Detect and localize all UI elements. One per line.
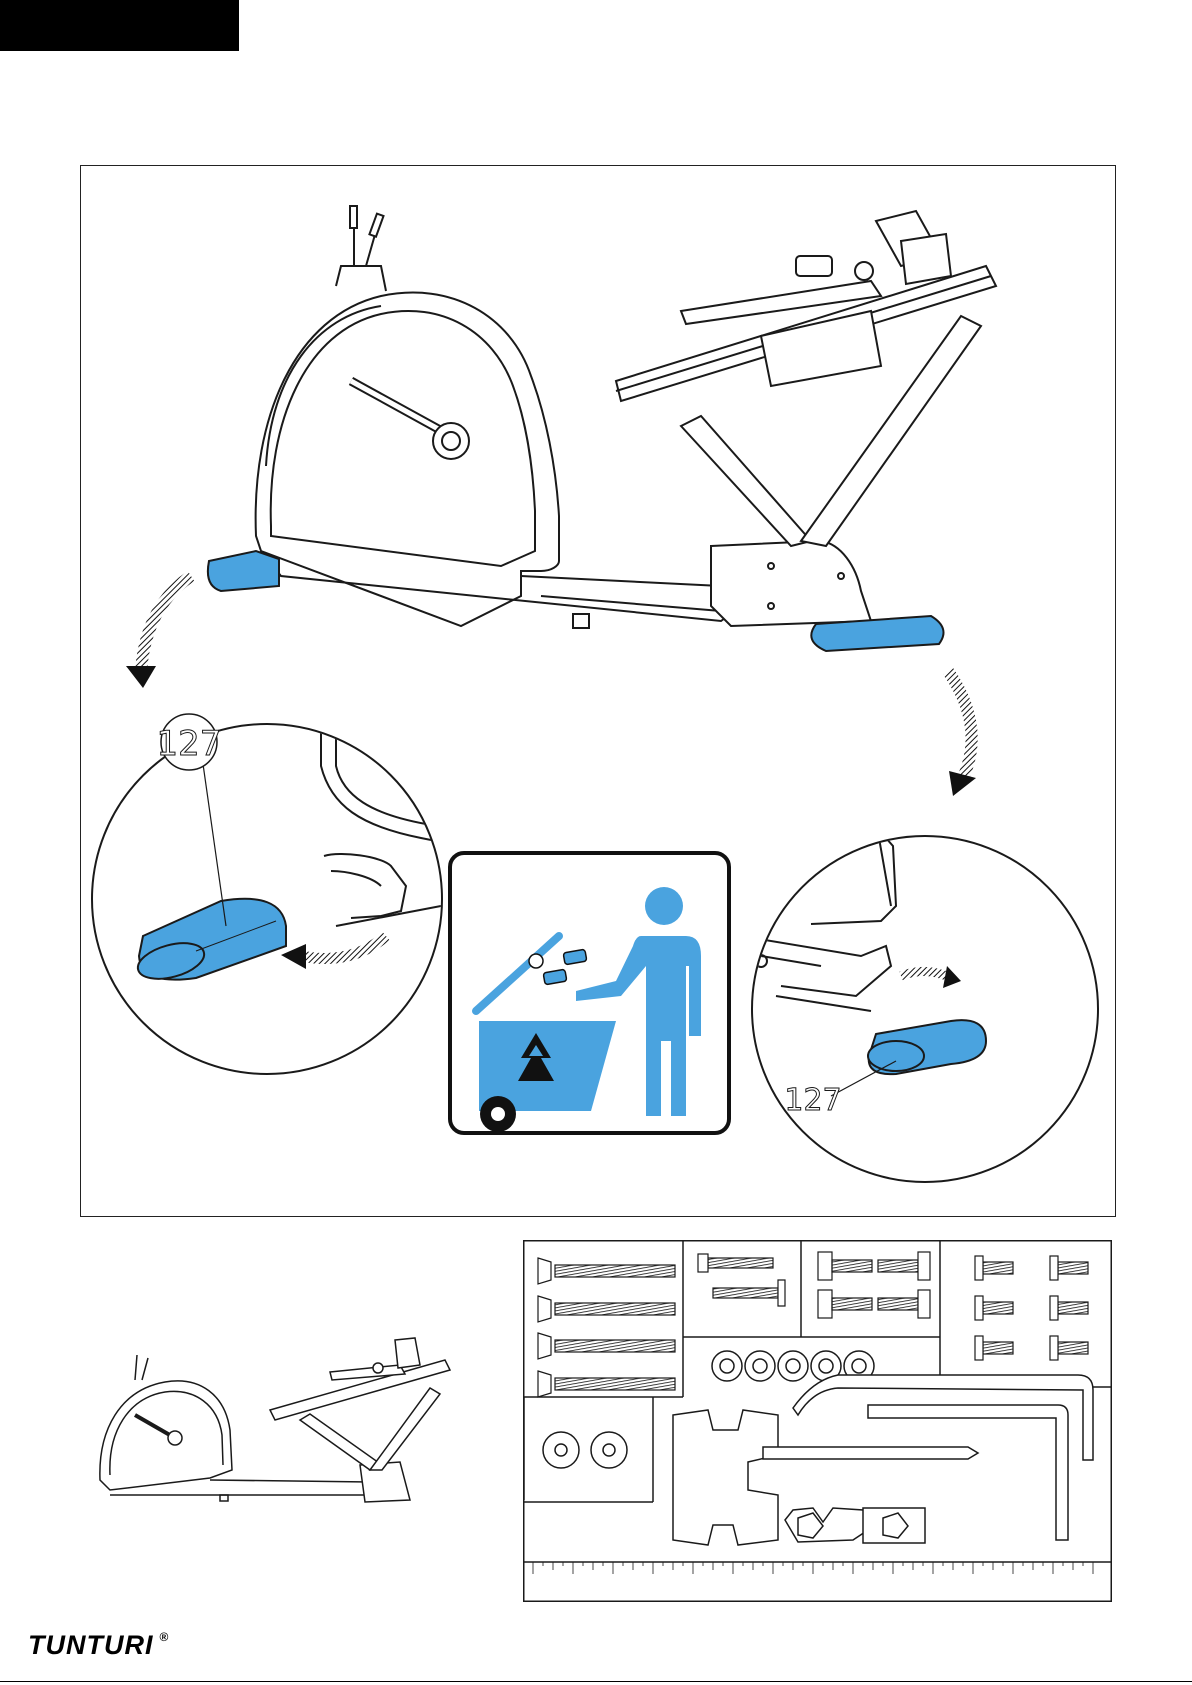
registered-mark: ® (159, 1630, 169, 1644)
curved-arrow-icon (126, 576, 191, 688)
long-bolts (538, 1258, 675, 1397)
part-number-right: 127 (784, 1083, 841, 1118)
ruler (533, 1562, 1093, 1574)
header-black-block (0, 0, 239, 51)
hardware-kit-panel (523, 1240, 1112, 1602)
tools (673, 1375, 1093, 1545)
right-detail-circle: 127 (741, 821, 1098, 1182)
bike-body (256, 206, 996, 628)
front-cover-highlight (208, 551, 279, 591)
footer-rule (0, 1681, 1192, 1682)
recycle-panel (450, 853, 729, 1133)
left-detail-circle: 127 (92, 706, 461, 1074)
brand-logo-text: TUNTURI (28, 1630, 153, 1660)
brand-logo: TUNTURI ® (28, 1630, 169, 1661)
part-number-left: 127 (157, 724, 222, 764)
bike-illustration: 127 (81, 166, 1117, 1218)
curved-arrow-icon (948, 671, 976, 796)
main-illustration-frame: 127 (80, 165, 1116, 1217)
bike-thumbnail (70, 1310, 470, 1540)
